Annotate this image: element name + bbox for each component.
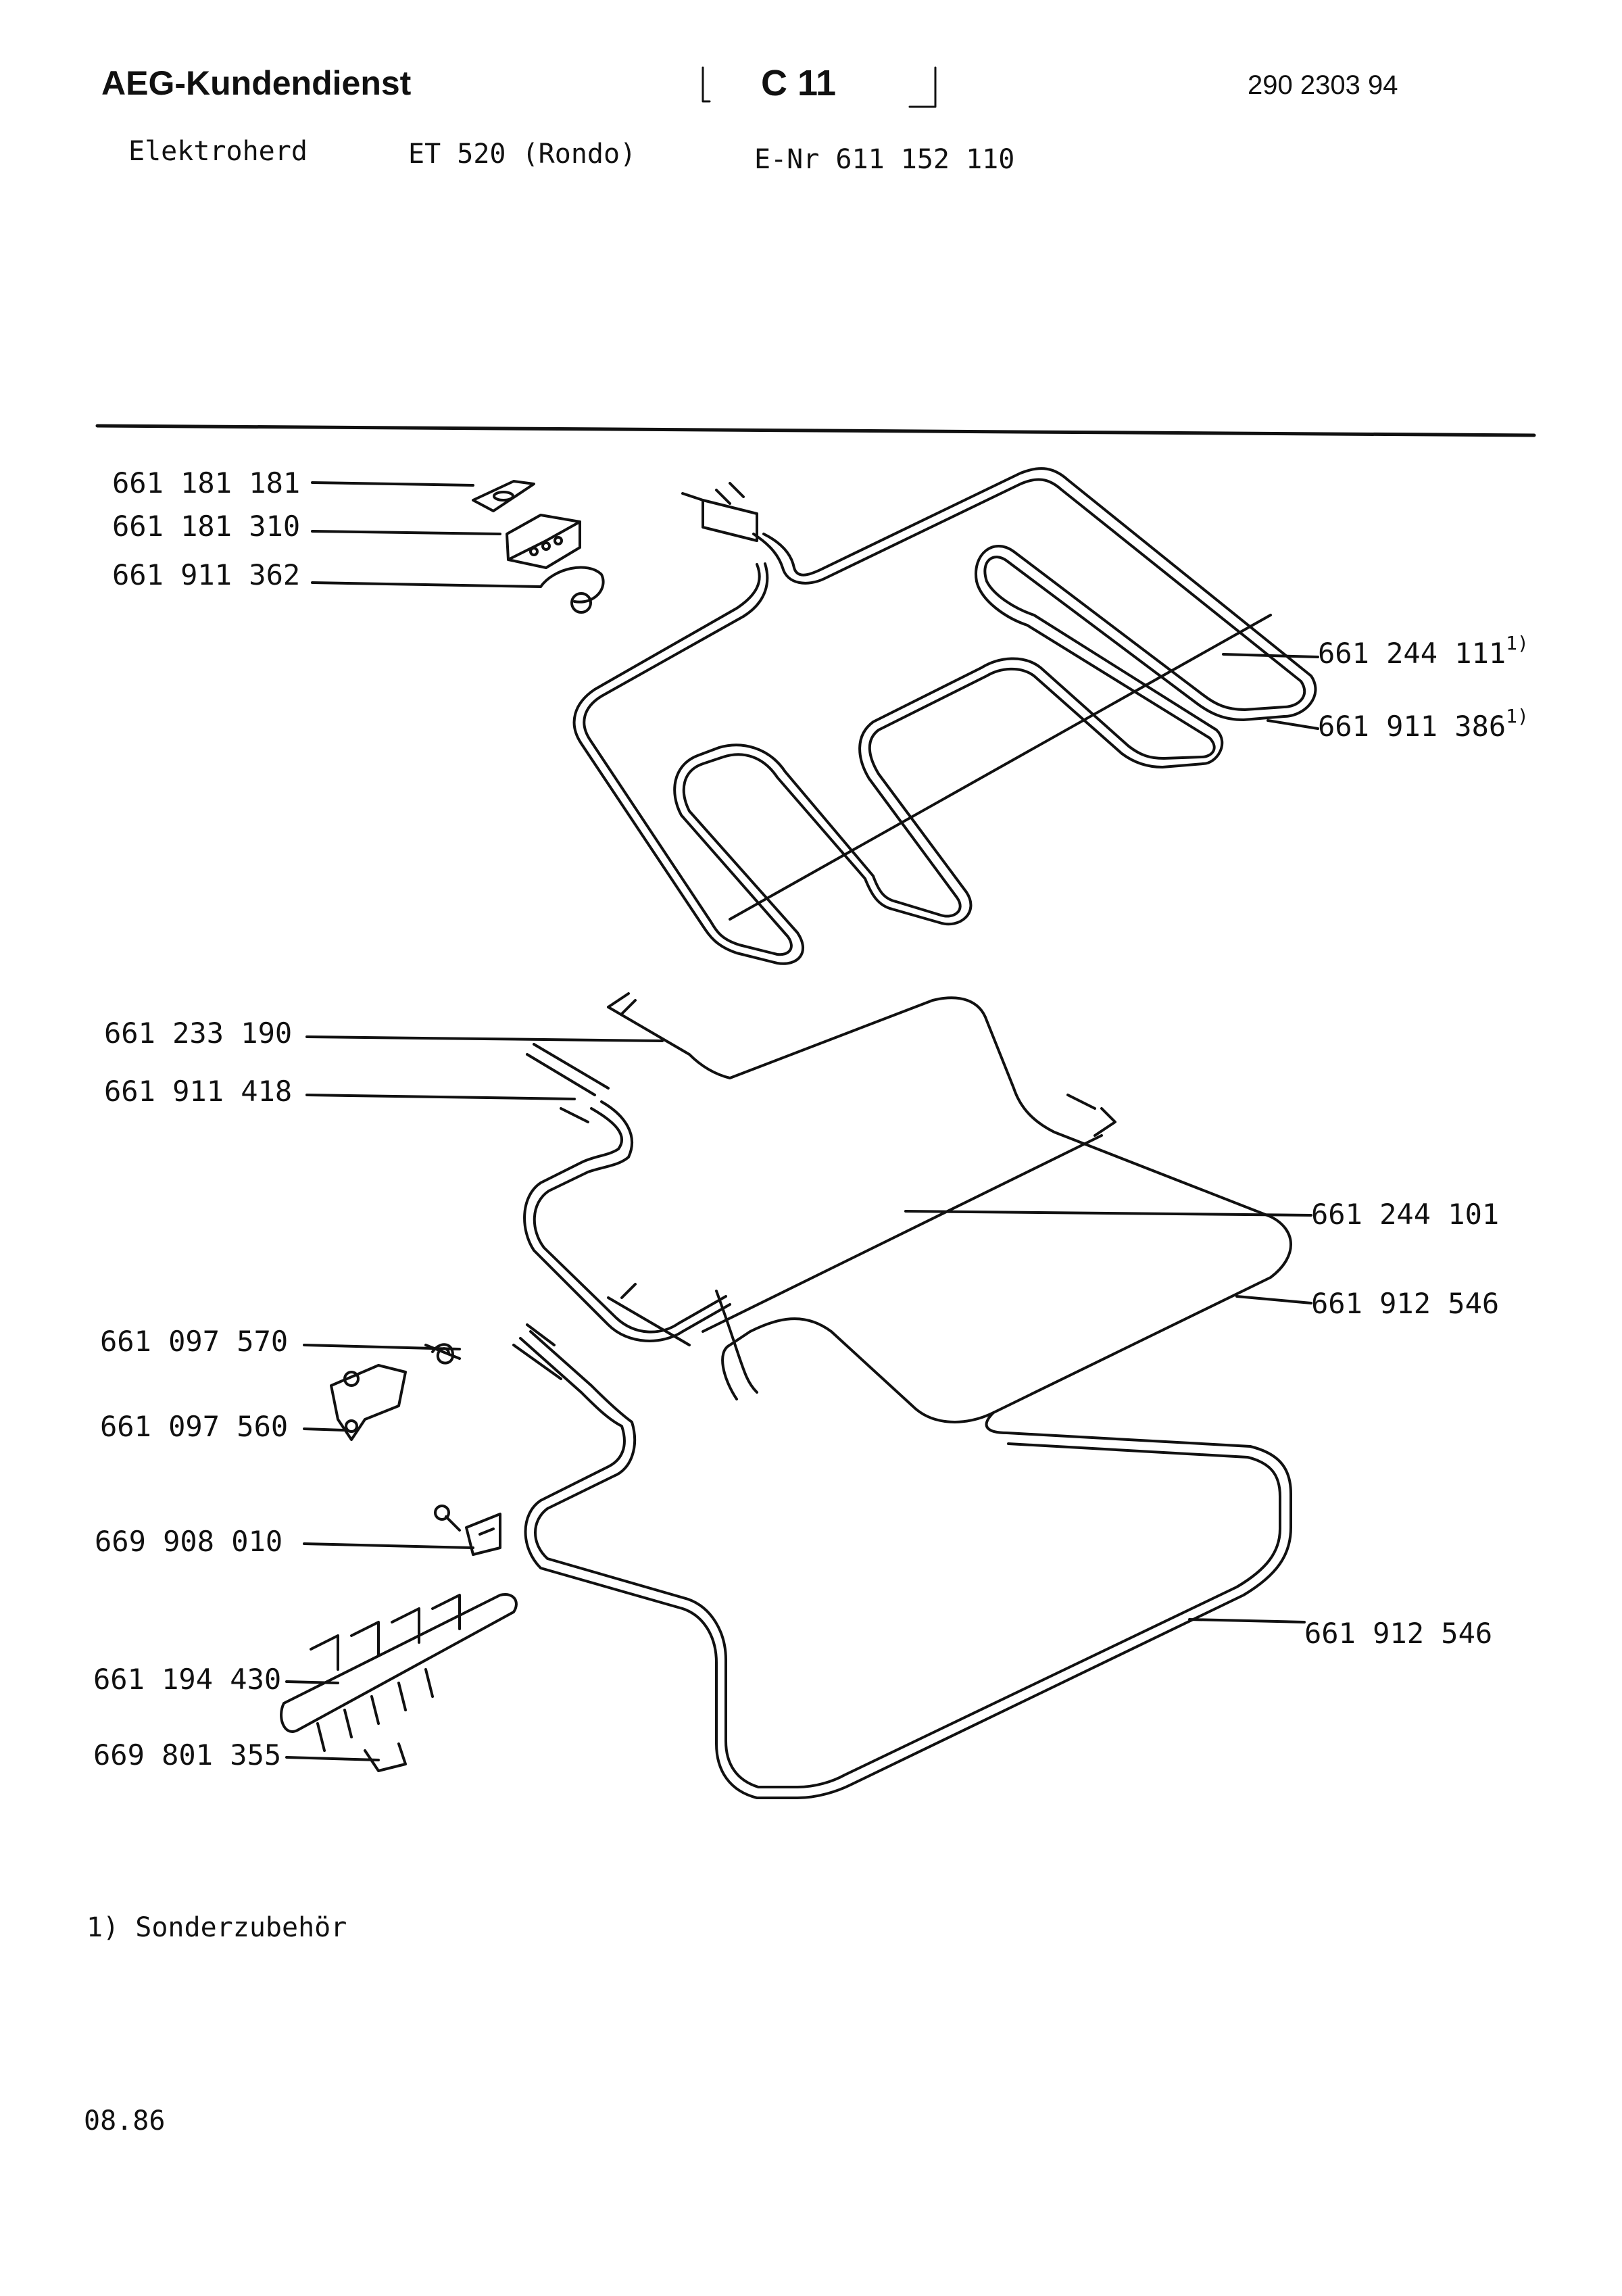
divider-line xyxy=(95,424,1536,437)
date-stamp: 08.86 xyxy=(84,2105,166,2136)
part-number: 661 244 111 xyxy=(1318,637,1506,670)
leader-line xyxy=(311,581,542,588)
leader-line xyxy=(904,1210,1312,1217)
leader-line xyxy=(1235,1295,1312,1304)
leader-line xyxy=(305,1035,664,1042)
part-label: 661 181 181 xyxy=(112,466,301,499)
part-label: 661 911 3861) xyxy=(1318,707,1529,743)
part-label: 669 908 010 xyxy=(95,1525,283,1558)
grill-heating-element xyxy=(572,467,1317,965)
leader-line xyxy=(303,1542,474,1549)
clip-part xyxy=(539,566,605,614)
part-label: 661 097 560 xyxy=(100,1410,289,1443)
e-number: E-Nr 611 152 110 xyxy=(754,144,1015,175)
part-label: 661 911 362 xyxy=(112,558,301,591)
terminal-block-part xyxy=(506,514,581,569)
product-type: Elektroherd xyxy=(128,136,308,167)
leader-line xyxy=(285,1680,339,1684)
leader-line xyxy=(305,1094,576,1100)
clamp-part xyxy=(465,1513,501,1556)
screw-part xyxy=(434,1505,461,1532)
bottom-heating-element-lower xyxy=(512,1283,1292,1799)
leader-line xyxy=(311,481,474,487)
section-code: C 11 xyxy=(761,63,837,103)
part-label: 661 097 570 xyxy=(100,1325,289,1358)
corner-mark xyxy=(702,66,711,103)
spring-part xyxy=(424,1343,461,1365)
model-name: ET 520 (Rondo) xyxy=(408,139,637,170)
document-number: 290 2303 94 xyxy=(1248,70,1398,100)
leader-line xyxy=(1188,1618,1306,1623)
brand-title: AEG-Kundendienst xyxy=(101,64,412,102)
corner-mark xyxy=(908,66,937,108)
footnote: 1) Sonderzubehör xyxy=(87,1912,347,1943)
leader-line xyxy=(311,530,501,535)
part-number: 661 911 386 xyxy=(1318,710,1506,743)
part-label: 661 244 1111) xyxy=(1318,634,1529,670)
part-label: 661 912 546 xyxy=(1311,1287,1500,1320)
footnote-mark: 1) xyxy=(1506,705,1529,727)
part-label: 661 911 418 xyxy=(104,1075,293,1108)
gasket-part xyxy=(472,480,535,512)
terminal-strip-part xyxy=(280,1593,518,1752)
bracket-part xyxy=(330,1364,407,1441)
part-label: 661 244 101 xyxy=(1311,1198,1500,1231)
link-bracket-part xyxy=(364,1742,407,1772)
part-label: 661 233 190 xyxy=(104,1017,293,1050)
footnote-mark: 1) xyxy=(1506,632,1529,654)
part-label: 661 912 546 xyxy=(1304,1617,1493,1650)
part-label: 661 194 430 xyxy=(93,1663,282,1696)
leader-line xyxy=(1267,719,1319,730)
part-label: 669 801 355 xyxy=(93,1738,282,1772)
bottom-heating-element-upper xyxy=(523,992,1292,1423)
leader-line xyxy=(303,1427,346,1432)
leader-line xyxy=(285,1756,380,1761)
part-label: 661 181 310 xyxy=(112,510,301,543)
